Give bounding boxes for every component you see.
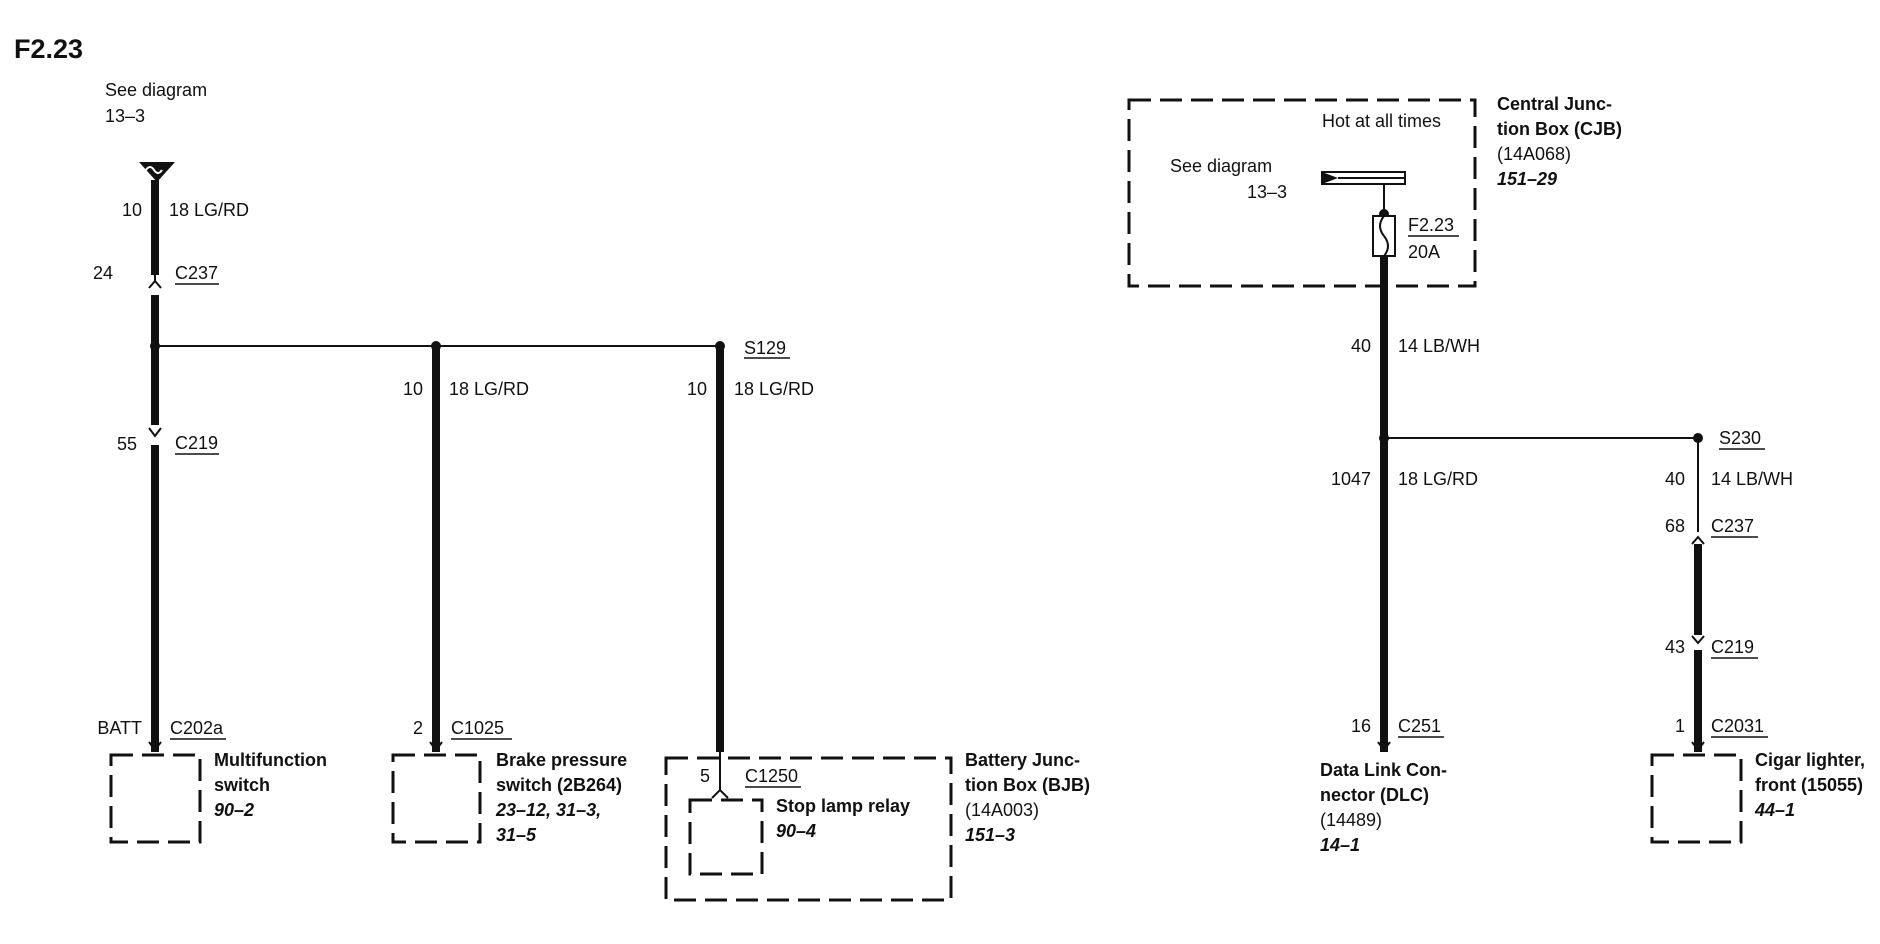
main-wire-color: 14 LB/WH xyxy=(1398,336,1480,356)
relay-pin: 5 xyxy=(700,766,710,786)
bjb-ref: 151–3 xyxy=(965,825,1015,845)
multifunction-switch-box xyxy=(109,753,202,844)
brake-wire-color: 18 LG/RD xyxy=(449,379,529,399)
top-wire-color: 18 LG/RD xyxy=(169,200,249,220)
brake-name-line1: Brake pressure xyxy=(496,750,627,770)
cjb-part-number: (14A068) xyxy=(1497,144,1571,164)
lighter-connector: C2031 xyxy=(1711,716,1764,736)
diagram-title: F2.23 xyxy=(14,34,83,64)
c219-pin: 55 xyxy=(117,434,137,454)
bjb-name-line1: Battery Junc- xyxy=(965,750,1080,770)
battery-junction-box xyxy=(664,756,953,902)
bjb-name-line2: tion Box (BJB) xyxy=(965,775,1090,795)
c219-right-label: C219 xyxy=(1711,637,1754,657)
brake-ref-line2: 31–5 xyxy=(496,825,537,845)
stop-lamp-relay-box xyxy=(688,798,764,876)
brake-pin: 2 xyxy=(413,718,423,738)
fuse-icon xyxy=(1372,215,1396,257)
brake-connector-icon xyxy=(429,741,443,752)
relay-name: Stop lamp relay xyxy=(776,796,910,816)
brake-switch-box xyxy=(391,753,482,844)
brake-connector: C1025 xyxy=(451,718,504,738)
cjb-see-diagram-ref: 13–3 xyxy=(1247,182,1287,202)
cjb-name-line1: Central Junc- xyxy=(1497,94,1612,114)
lighter-connector-icon xyxy=(1691,741,1705,752)
dlc-ref: 14–1 xyxy=(1320,835,1360,855)
relay-wire-color: 18 LG/RD xyxy=(734,379,814,399)
lighter-name-line1: Cigar lighter, xyxy=(1755,750,1865,770)
cjb-ref: 151–29 xyxy=(1497,169,1557,189)
cjb-see-diagram-text: See diagram xyxy=(1170,156,1272,176)
fuse-rating: 20A xyxy=(1408,242,1440,262)
dlc-name-line2: nector (DLC) xyxy=(1320,785,1429,805)
central-junction-box xyxy=(1127,98,1477,288)
multifunction-connector: C202a xyxy=(170,718,224,738)
dlc-part-number: (14489) xyxy=(1320,810,1382,830)
bjb-part-number: (14A003) xyxy=(965,800,1039,820)
main-wire-pin: 40 xyxy=(1351,336,1371,356)
see-diagram-ref: 13–3 xyxy=(105,106,145,126)
top-wire-pin: 10 xyxy=(122,200,142,220)
multifunction-name-line1: Multifunction xyxy=(214,750,327,770)
lighter-name-line2: front (15055) xyxy=(1755,775,1863,795)
dlc-connector: C251 xyxy=(1398,716,1441,736)
dlc-connector-icon xyxy=(1377,741,1391,752)
connector-c237-left xyxy=(148,275,162,289)
splice-s230-label: S230 xyxy=(1719,428,1761,448)
c219-label: C219 xyxy=(175,433,218,453)
input-connector-icon xyxy=(139,162,175,182)
multifunction-pin: BATT xyxy=(97,718,142,738)
dlc-wire-color: 18 LG/RD xyxy=(1398,469,1478,489)
multifunction-connector-icon xyxy=(148,741,162,752)
c237-right-pin: 68 xyxy=(1665,516,1685,536)
cigar-lighter-box xyxy=(1650,753,1743,844)
multifunction-ref: 90–2 xyxy=(214,800,254,820)
brake-ref-line1: 23–12, 31–3, xyxy=(495,800,601,820)
c219-right-connector-icon xyxy=(1691,635,1705,645)
dlc-name-line1: Data Link Con- xyxy=(1320,760,1447,780)
cjb-name-line2: tion Box (CJB) xyxy=(1497,119,1622,139)
relay-ref: 90–4 xyxy=(776,821,816,841)
see-diagram-text: See diagram xyxy=(105,80,207,100)
relay-wire-pin: 10 xyxy=(687,379,707,399)
relay-connector-icon xyxy=(711,788,729,799)
c237-pin: 24 xyxy=(93,263,113,283)
c237-label: C237 xyxy=(175,263,218,283)
splice-s129-label: S129 xyxy=(744,338,786,358)
c237-right-connector-icon xyxy=(1691,535,1705,545)
lighter-pin: 1 xyxy=(1675,716,1685,736)
brake-name-line2: switch (2B264) xyxy=(496,775,622,795)
c219-right-pin: 43 xyxy=(1665,637,1685,657)
multifunction-name-line2: switch xyxy=(214,775,270,795)
lighter-wire-color: 14 LB/WH xyxy=(1711,469,1793,489)
c237-right-label: C237 xyxy=(1711,516,1754,536)
brake-wire-pin: 10 xyxy=(403,379,423,399)
lighter-wire-pin: 40 xyxy=(1665,469,1685,489)
relay-connector: C1250 xyxy=(745,766,798,786)
hot-at-all-times: Hot at all times xyxy=(1322,111,1441,131)
lighter-ref: 44–1 xyxy=(1754,800,1795,820)
dlc-wire-pin: 1047 xyxy=(1331,469,1371,489)
bus-bar-icon xyxy=(1321,171,1406,185)
connector-c219-left xyxy=(148,427,162,438)
dlc-pin: 16 xyxy=(1351,716,1371,736)
fuse-name: F2.23 xyxy=(1408,215,1454,235)
